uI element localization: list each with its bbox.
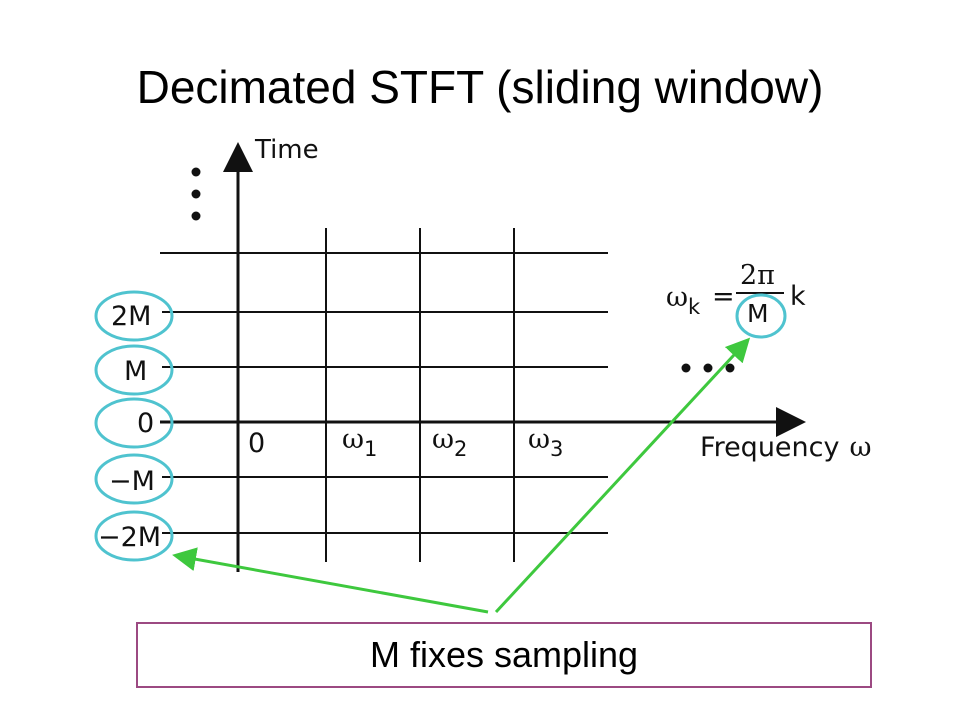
- slide-title: Decimated STFT (sliding window): [136, 61, 824, 113]
- highlight-circle: [94, 290, 174, 342]
- caption-text: M fixes sampling: [369, 634, 639, 675]
- caption-box: M fixes sampling: [136, 622, 872, 688]
- time-label-m: M: [124, 356, 147, 387]
- freq-label-omega-2: ω2: [432, 424, 467, 461]
- highlight-circle: [94, 344, 174, 396]
- continuation-dot: [725, 363, 735, 373]
- freq-label-0: 0: [248, 428, 265, 459]
- freq-label-omega-3: ω3: [528, 424, 563, 461]
- continuation-dot: [191, 189, 201, 199]
- time-label-neg-m: −M: [109, 466, 155, 497]
- arrow-to-formula: [494, 337, 751, 614]
- time-label-0: 0: [137, 408, 154, 439]
- continuation-dot: [703, 363, 713, 373]
- highlight-circle: [94, 510, 174, 562]
- time-label-neg-2m: −2M: [98, 522, 161, 553]
- time-label-2m: 2M: [111, 301, 151, 332]
- formula-rhs-k: k: [790, 281, 806, 312]
- highlight-circle: [94, 397, 174, 449]
- highlight-circle: [735, 293, 787, 339]
- continuation-dot: [681, 363, 691, 373]
- highlight-circle: [94, 453, 174, 505]
- continuation-dot: [191, 211, 201, 221]
- time-axis-label: Time: [254, 135, 319, 165]
- formula-lhs: ωk: [666, 282, 701, 319]
- arrow-to-time-labels: [172, 547, 489, 614]
- formula-numerator: 2π: [740, 260, 775, 291]
- formula-denominator: M: [747, 299, 769, 328]
- continuation-dot: [191, 167, 201, 177]
- sampling-formula: ωk = 2π M k: [666, 260, 806, 328]
- formula-equals: =: [712, 281, 735, 312]
- freq-label-omega-1: ω1: [342, 424, 377, 461]
